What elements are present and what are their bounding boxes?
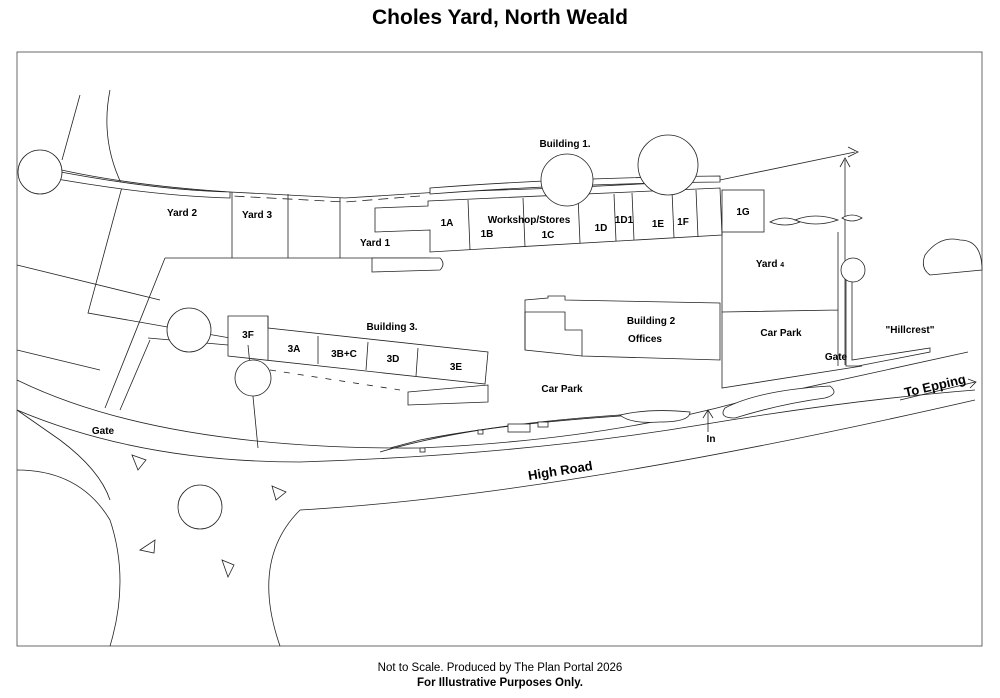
- building-1-label: Building 1.: [539, 139, 590, 150]
- hedge: [769, 217, 801, 226]
- hedge: [619, 410, 691, 423]
- page-title: Choles Yard, North Weald: [372, 6, 628, 29]
- to-epping-arrow: [899, 378, 977, 401]
- tree: [166, 307, 212, 353]
- road-edge: [16, 409, 111, 501]
- parking-bay: [477, 429, 484, 435]
- high-road-label: High Road: [527, 458, 594, 483]
- arrow-head: [839, 157, 851, 168]
- parking-bay: [537, 421, 549, 428]
- hedge: [39, 167, 231, 199]
- unit-1d-label: 1D: [595, 223, 608, 234]
- tree: [540, 153, 594, 207]
- yard-3-label: Yard 3: [242, 210, 272, 221]
- building-1-annex: [371, 257, 444, 273]
- upper-track-dashes: [59, 174, 421, 203]
- yard-2-label: Yard 2: [167, 208, 197, 219]
- access-road: [379, 414, 621, 453]
- hedge: [722, 385, 835, 419]
- road-edge: [299, 399, 976, 511]
- unit-1a-label: 1A: [441, 218, 454, 229]
- hedge: [841, 214, 863, 222]
- gate-right-label: Gate: [825, 352, 848, 363]
- tree: [840, 257, 866, 283]
- upper-track: [39, 151, 856, 199]
- unit-1c-label: 1C: [542, 230, 555, 241]
- offices-label: Offices: [628, 334, 662, 345]
- hedge: [845, 269, 931, 367]
- boundary-line: [61, 89, 123, 186]
- unit-3e-label: 3E: [450, 362, 463, 373]
- car-park-center-label: Car Park: [541, 384, 583, 395]
- high-road-south-edge: [16, 389, 976, 463]
- road-edge: [16, 469, 121, 647]
- roundabout: [177, 484, 223, 530]
- yard-4-label: Yard 4: [756, 259, 784, 270]
- building-2-outline: [524, 295, 721, 361]
- unit-3bc-label: 3B+C: [331, 349, 357, 360]
- traffic-island: [221, 559, 235, 579]
- building-3-annex: [407, 384, 489, 406]
- car-park-right-label: Car Park: [760, 328, 802, 339]
- unit-3f-label: 3F: [242, 330, 254, 341]
- hillcrest-label: "Hillcrest": [886, 325, 935, 336]
- unit-3d-label: 3D: [387, 354, 400, 365]
- hedge: [793, 215, 840, 225]
- tree: [637, 134, 699, 196]
- tree: [17, 149, 63, 195]
- workshop-label: Workshop/Stores: [488, 215, 571, 226]
- footer-note: Not to Scale. Produced by The Plan Porta…: [377, 662, 623, 674]
- unit-1g-label: 1G: [736, 207, 750, 218]
- to-epping-label: To Epping: [903, 371, 967, 400]
- building-2-label: Building 2: [627, 316, 676, 327]
- parking-bay: [419, 447, 426, 453]
- building-1-dividers: [467, 189, 699, 251]
- footer-disclaimer: For Illustrative Purposes Only.: [417, 677, 583, 689]
- traffic-island: [131, 454, 147, 471]
- tree: [234, 359, 272, 397]
- unit-3a-label: 3A: [288, 344, 301, 355]
- yard-4-boundary: [721, 160, 863, 389]
- in-label: In: [707, 434, 716, 445]
- yard-1-label: Yard 1: [360, 238, 390, 249]
- traffic-island: [271, 485, 287, 501]
- unit-1g-outline: [721, 189, 765, 233]
- high-road-north-edge: [16, 351, 969, 449]
- unit-1b-label: 1B: [481, 229, 494, 240]
- traffic-island: [138, 539, 156, 554]
- entrance-arrow: [702, 409, 714, 432]
- arrow-head: [847, 146, 859, 158]
- unit-1d1-label: 1D1: [615, 215, 634, 226]
- parking-bay: [507, 423, 531, 433]
- building-3-dividers: [267, 316, 419, 377]
- tree-line: [922, 238, 983, 276]
- road-edge: [268, 509, 301, 647]
- unit-1e-label: 1E: [652, 219, 665, 230]
- gate-left-label: Gate: [92, 426, 115, 437]
- map-frame: [16, 51, 983, 647]
- building-3-label: Building 3.: [366, 322, 417, 333]
- yard-dividers: [231, 192, 341, 258]
- unit-1f-label: 1F: [677, 217, 689, 228]
- building-2-wall: [524, 312, 583, 357]
